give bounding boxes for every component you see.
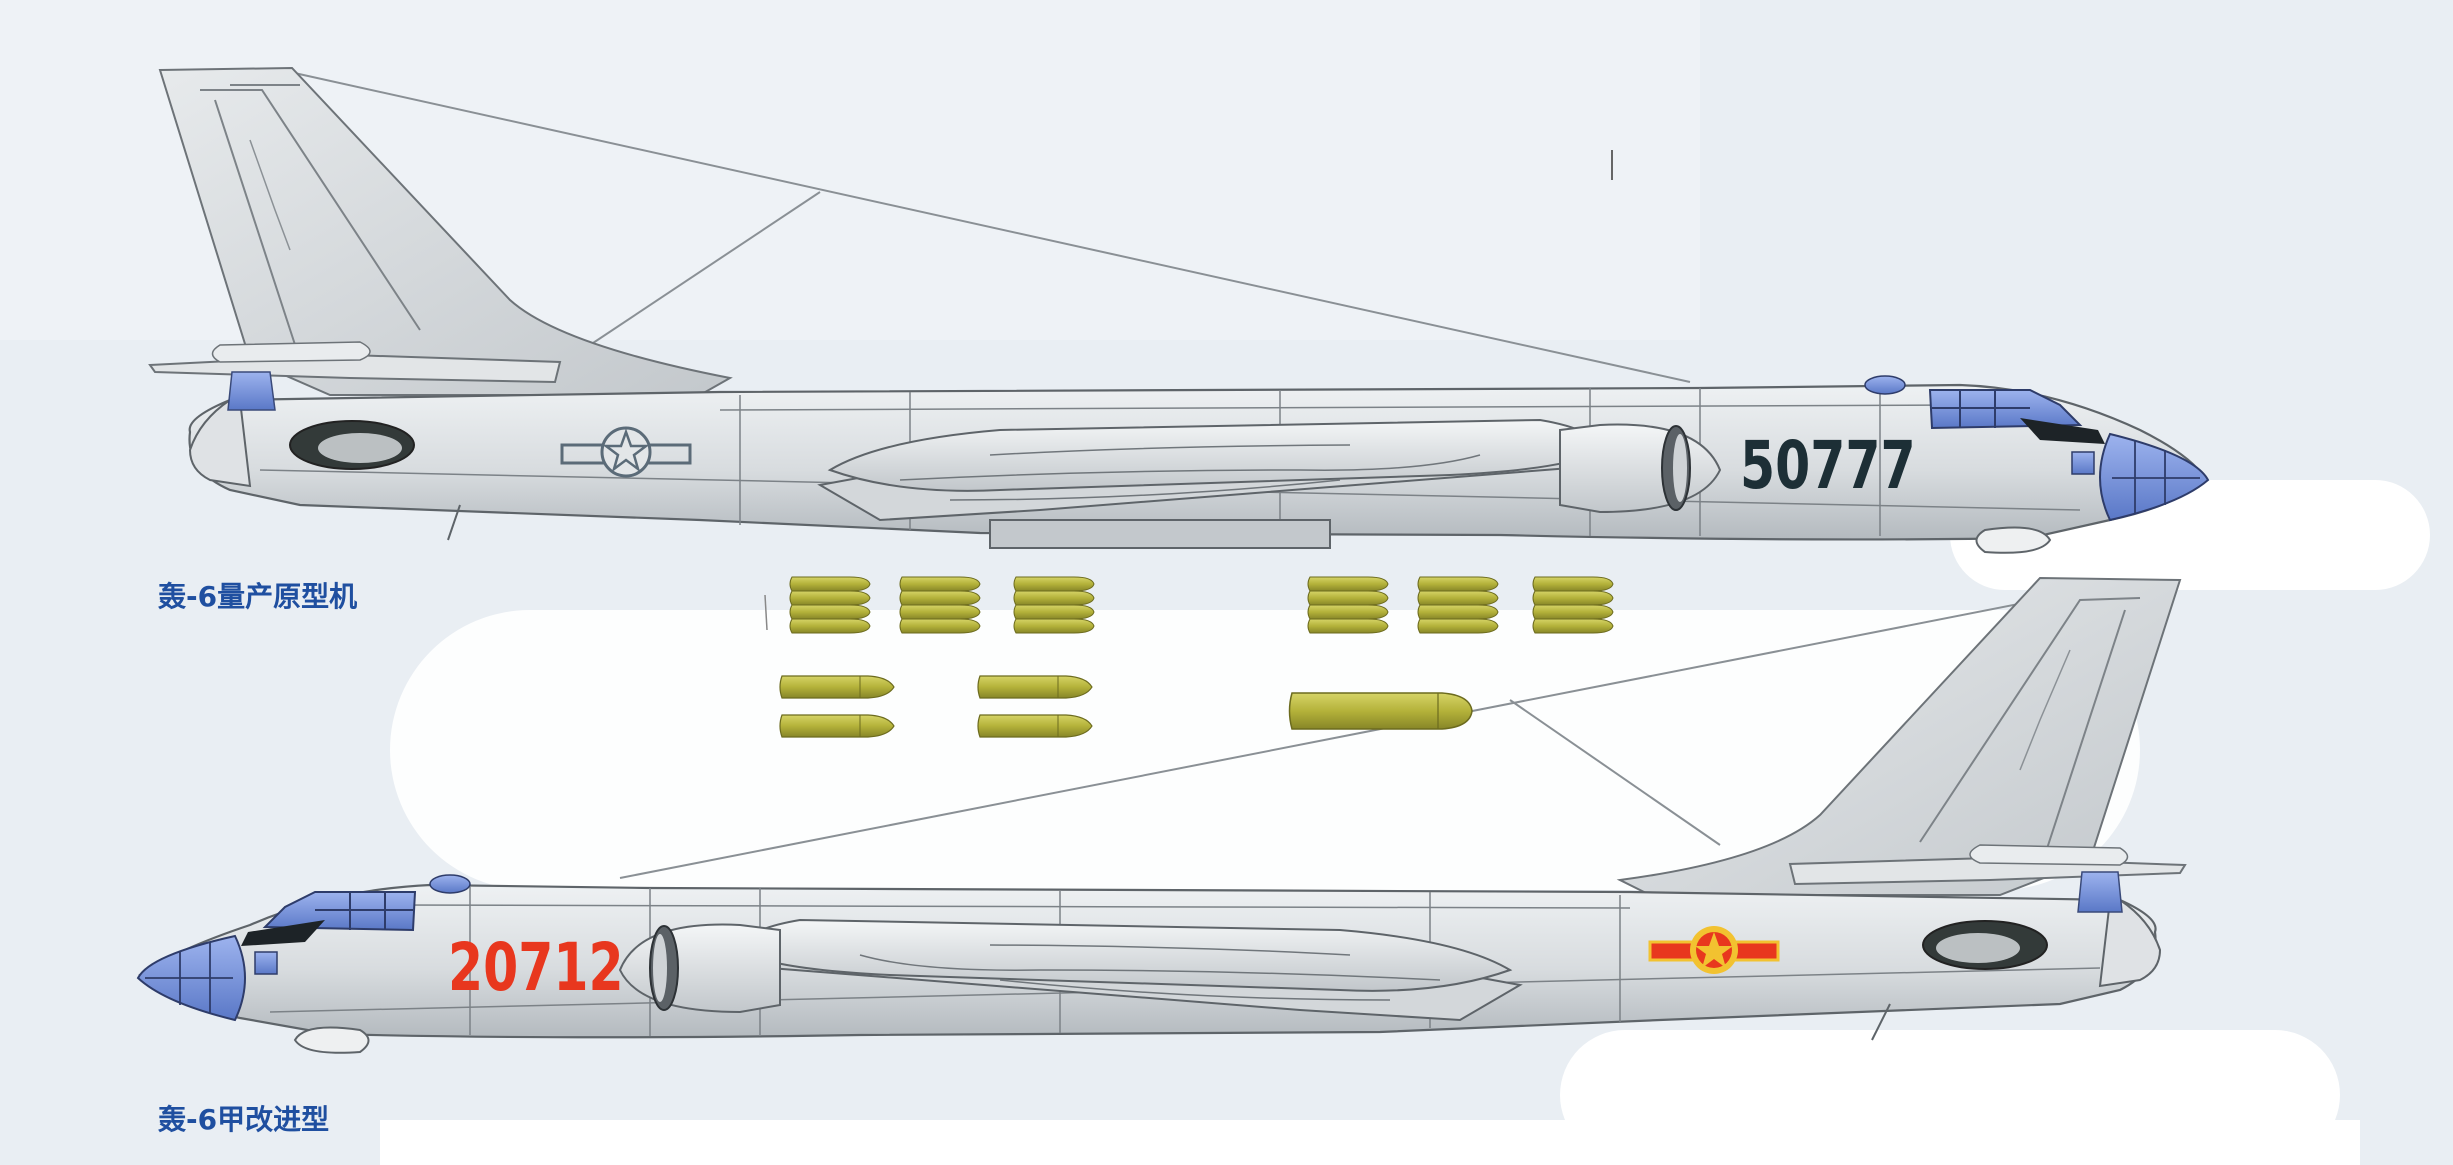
ordnance-layout — [779, 576, 1614, 738]
serial-number-top: 50777 — [1740, 428, 1916, 505]
roundel-bottom — [1648, 926, 1780, 974]
aircraft-top-profile: 50777 — [148, 66, 2210, 554]
bomb-medium — [977, 675, 1093, 699]
bomb-group — [1013, 576, 1095, 634]
bomb-group — [1532, 576, 1614, 634]
bomb-group — [1307, 576, 1389, 634]
bomb-large — [1288, 692, 1473, 730]
bomb-medium — [977, 714, 1093, 738]
bomb-medium — [779, 675, 895, 699]
bomb-group — [789, 576, 871, 634]
bomb-group — [1417, 576, 1499, 634]
bomb-group — [899, 576, 981, 634]
caption-top-aircraft: 轰-6量产原型机 — [158, 580, 358, 613]
aircraft-bottom-profile: 20712 — [136, 576, 2187, 1054]
caption-bottom-aircraft: 轰-6甲改进型 — [158, 1103, 330, 1136]
serial-number-bottom: 20712 — [448, 930, 624, 1007]
bomb-medium — [779, 714, 895, 738]
roundel-top — [560, 426, 692, 478]
